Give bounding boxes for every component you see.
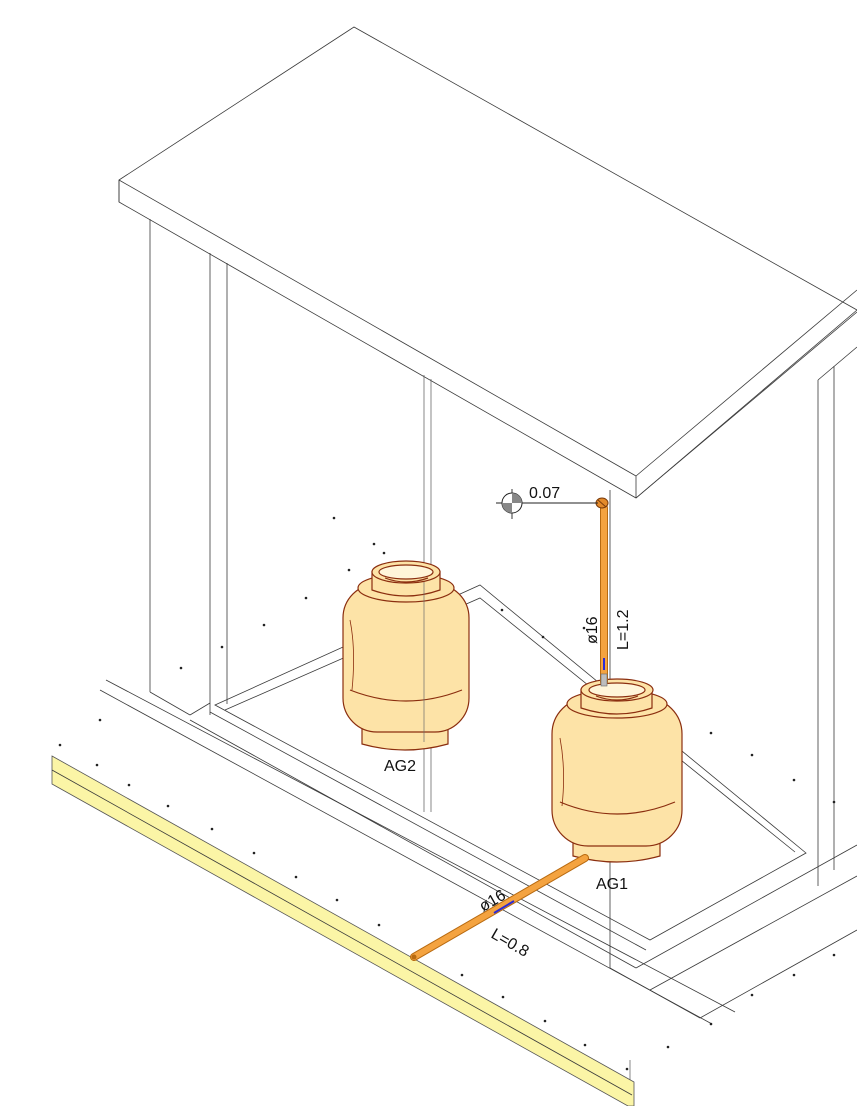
horizontal-pipe-length-label: L=0.8 — [488, 926, 532, 961]
vertical-pipe-diameter-label: ø16 — [584, 616, 601, 644]
horizontal-pipe — [410, 854, 589, 961]
cylinder-label-ag1: AG1 — [596, 876, 628, 893]
cabinet-right-post — [609, 346, 857, 968]
vertical-pipe-length-label: L=1.2 — [615, 609, 632, 650]
gas-cylinder-ag2 — [342, 560, 470, 751]
vertical-pipe — [600, 504, 608, 687]
cylinder-label-ag2: AG2 — [384, 758, 416, 775]
cabinet-roof — [118, 26, 857, 499]
wall-strip — [51, 755, 635, 1106]
elevation-marker — [496, 489, 598, 519]
gas-cylinder-ag1 — [551, 678, 683, 863]
elevation-value: 0.07 — [529, 485, 560, 502]
cabinet-left-post — [149, 219, 228, 716]
elevation-symbol-icon — [501, 492, 523, 514]
cabinet-base — [99, 679, 857, 1106]
